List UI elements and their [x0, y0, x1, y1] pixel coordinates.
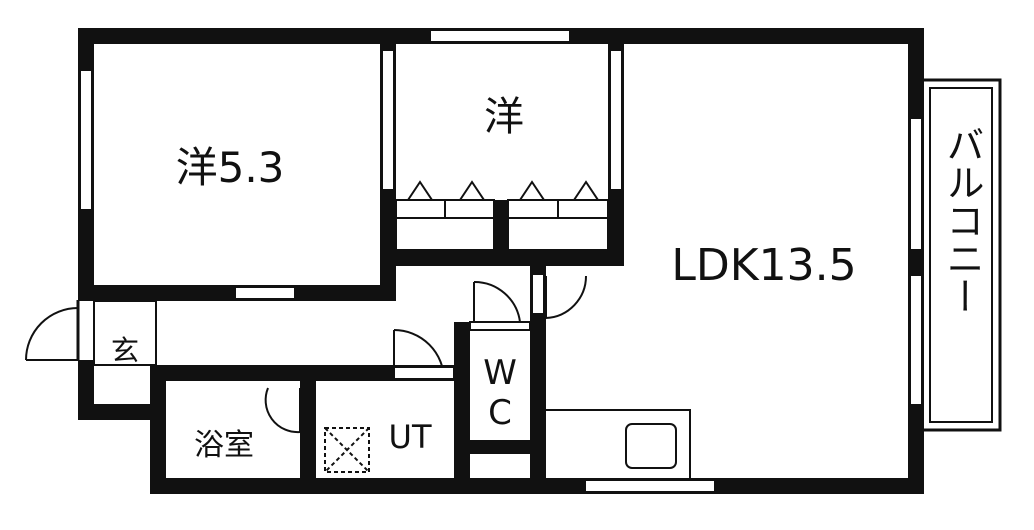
room-label-bathroom: 浴室 — [194, 428, 254, 463]
kitchen-counter — [546, 409, 691, 478]
room-label-western-5-3: 洋5.3 — [176, 143, 285, 192]
room-label-toilet-c: C — [488, 393, 512, 433]
windows — [79, 29, 923, 493]
doors — [25, 273, 588, 434]
room-label-utility: UT — [389, 418, 432, 456]
closets — [395, 180, 609, 251]
room-label-entrance: 玄 — [111, 334, 139, 367]
room-label-western-2: 洋 — [484, 94, 524, 140]
washing-machine-pan-icon — [324, 427, 370, 473]
room-label-balcony: バルコニー — [940, 125, 984, 315]
room-label-toilet-w: W — [483, 353, 517, 393]
room-label-ldk: LDK13.5 — [671, 240, 856, 291]
